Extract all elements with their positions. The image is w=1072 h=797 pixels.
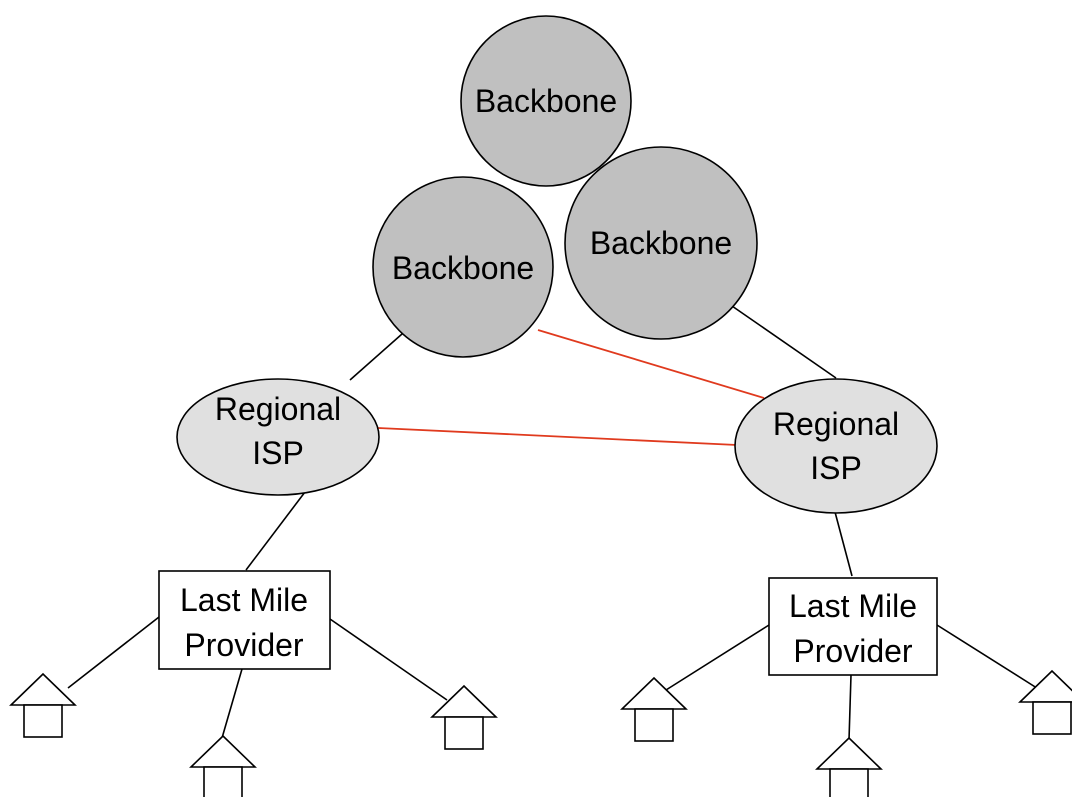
last-mile-right-line2: Provider xyxy=(793,633,913,669)
house-icon xyxy=(190,735,256,797)
link-lastmile-left-to-home-1 xyxy=(67,616,160,689)
link-lastmile-right-to-home-3 xyxy=(936,624,1041,691)
last-mile-provider-right-box: Last Mile Provider xyxy=(768,577,938,676)
peering-links xyxy=(377,329,765,446)
house-icon xyxy=(10,673,76,738)
link-backbone-right-to-regional-right xyxy=(731,305,837,379)
backbone-left-label: Backbone xyxy=(392,250,534,286)
last-mile-left-line1: Last Mile xyxy=(180,582,308,618)
link-backbone-left-to-regional-left xyxy=(349,333,403,381)
last-mile-provider-left-box: Last Mile Provider xyxy=(158,570,331,670)
regional-isp-left-line2: ISP xyxy=(252,435,304,471)
backbone-left-node: Backbone xyxy=(372,176,554,358)
backbone-right-node: Backbone xyxy=(564,146,758,340)
last-mile-right-line1: Last Mile xyxy=(789,588,917,624)
peering-link-regional-to-regional xyxy=(377,427,738,446)
regional-isp-right-line1: Regional xyxy=(773,406,899,442)
regional-isp-right-line2: ISP xyxy=(810,450,862,486)
regional-isp-left-node: Regional ISP xyxy=(176,378,380,496)
last-mile-left-line2: Provider xyxy=(184,627,304,663)
link-regional-left-to-lastmile-left xyxy=(245,491,306,571)
house-icon xyxy=(1019,670,1072,735)
link-lastmile-left-to-home-3 xyxy=(329,618,448,701)
link-lastmile-right-to-home-1 xyxy=(665,624,770,691)
link-lastmile-left-to-home-2 xyxy=(221,668,243,739)
regional-isp-left-line1: Regional xyxy=(215,391,341,427)
link-regional-right-to-lastmile-right xyxy=(834,511,853,577)
link-lastmile-right-to-home-2 xyxy=(848,674,852,741)
backbone-top-node: Backbone xyxy=(460,15,632,187)
house-icon xyxy=(621,677,687,742)
house-icon xyxy=(816,737,882,797)
backbone-right-label: Backbone xyxy=(590,225,732,261)
backbone-top-label: Backbone xyxy=(475,83,617,119)
peering-link-backbone-to-regional xyxy=(537,329,765,399)
hierarchy-links xyxy=(67,305,1041,741)
regional-isp-right-node: Regional ISP xyxy=(734,378,938,514)
